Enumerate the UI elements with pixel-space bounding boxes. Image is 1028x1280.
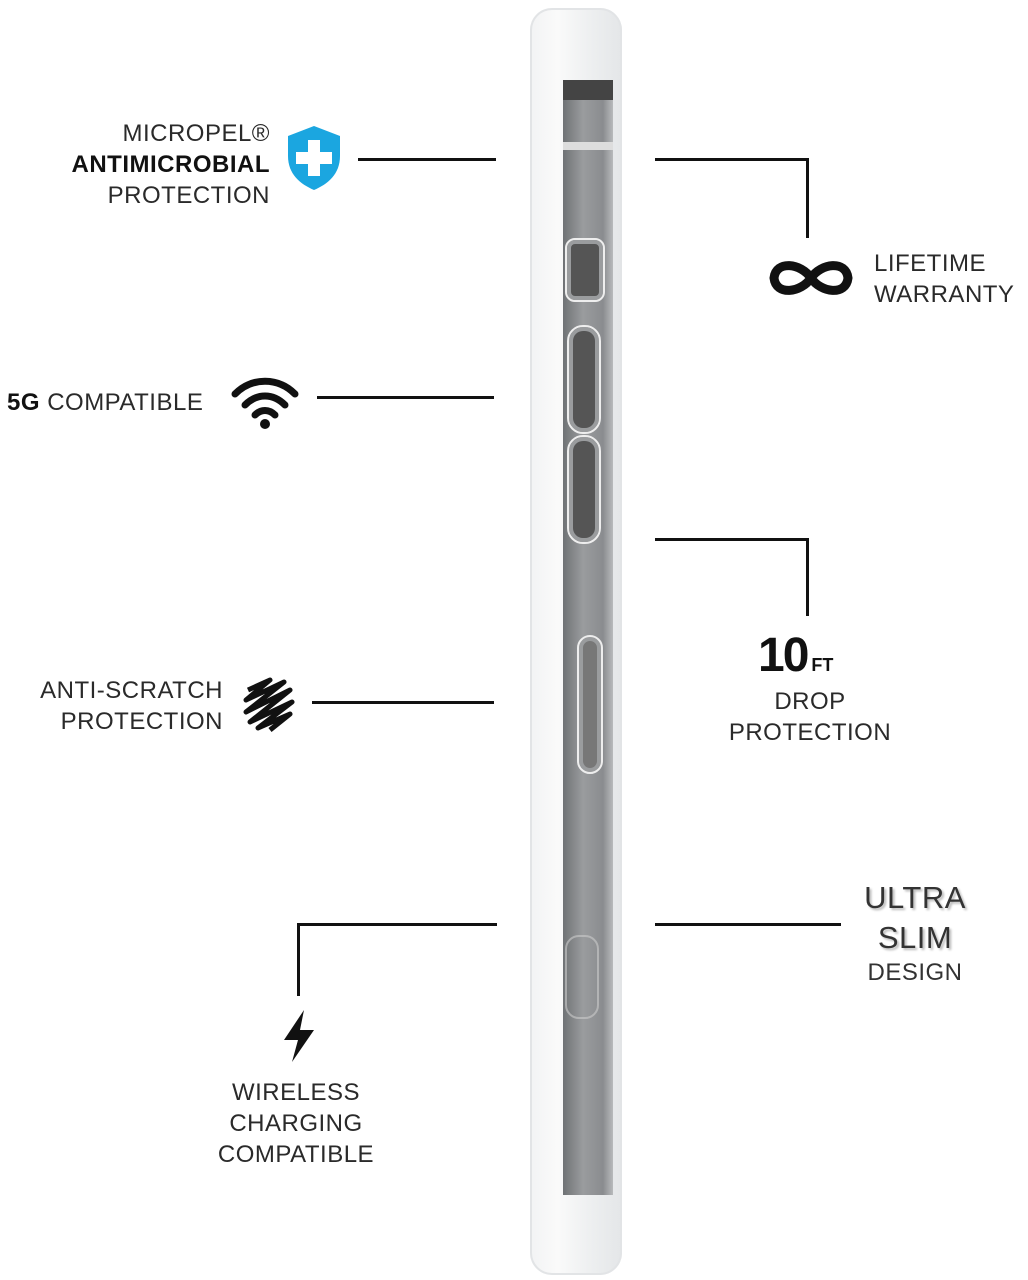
wireless-line1: WIRELESS bbox=[231, 1079, 361, 1106]
callout-line-drop-vertical bbox=[806, 538, 809, 616]
volume-down-button bbox=[567, 435, 601, 544]
warranty-line2: WARRANTY bbox=[874, 281, 1015, 308]
warranty-line1: LIFETIME bbox=[874, 250, 987, 277]
antimicrobial-line2: ANTIMICROBIAL bbox=[71, 151, 270, 178]
antimicrobial-line1: MICROPEL® bbox=[122, 120, 270, 147]
lightning-icon bbox=[284, 1010, 314, 1062]
callout-line-wireless-vertical bbox=[297, 923, 300, 996]
drop-line2: PROTECTION bbox=[728, 719, 892, 746]
case-seam bbox=[563, 142, 613, 150]
phone-frame bbox=[563, 80, 613, 1195]
callout-line-warranty-vertical bbox=[806, 158, 809, 238]
scratch-label: ANTI-SCRATCH PROTECTION bbox=[40, 675, 223, 737]
volume-up-button bbox=[567, 325, 601, 434]
callout-line-5g bbox=[317, 396, 494, 399]
scratch-line2: PROTECTION bbox=[60, 708, 223, 735]
sim-tray bbox=[577, 635, 603, 774]
wireless-line2: CHARGING bbox=[229, 1110, 363, 1137]
callout-line-warranty bbox=[655, 158, 809, 161]
mute-switch bbox=[565, 238, 605, 302]
wifi-icon bbox=[231, 377, 299, 429]
scribble-icon bbox=[243, 677, 295, 732]
slim-label: ULTRA SLIM DESIGN bbox=[850, 878, 980, 988]
callout-line-slim bbox=[655, 923, 841, 926]
5g-label: 5G COMPATIBLE bbox=[7, 387, 203, 418]
slim-line2: SLIM bbox=[877, 920, 953, 955]
case-top-edge bbox=[563, 80, 613, 100]
scratch-line1: ANTI-SCRATCH bbox=[40, 677, 223, 704]
drop-unit: FT bbox=[811, 655, 834, 675]
slim-line1: ULTRA bbox=[864, 880, 966, 915]
callout-line-scratch bbox=[312, 701, 494, 704]
slim-line3: DESIGN bbox=[867, 959, 963, 986]
brand-logo bbox=[565, 935, 599, 1019]
shield-plus-icon bbox=[288, 126, 340, 190]
drop-number: 10 bbox=[758, 629, 809, 682]
antimicrobial-label: MICROPEL® ANTIMICROBIAL PROTECTION bbox=[72, 118, 270, 211]
wireless-line3: COMPATIBLE bbox=[217, 1141, 375, 1168]
drop-label: DROP PROTECTION bbox=[720, 686, 900, 748]
wireless-label: WIRELESS CHARGING COMPATIBLE bbox=[196, 1077, 396, 1170]
callout-line-antimicrobial bbox=[358, 158, 496, 161]
callout-line-wireless bbox=[297, 923, 497, 926]
infinity-icon bbox=[769, 261, 853, 295]
antimicrobial-line3: PROTECTION bbox=[107, 182, 270, 209]
drop-line1: DROP bbox=[774, 688, 846, 715]
5g-text: COMPATIBLE bbox=[47, 389, 204, 416]
warranty-label: LIFETIME WARRANTY bbox=[874, 248, 1014, 310]
5g-bold: 5G bbox=[7, 389, 41, 416]
callout-line-drop bbox=[655, 538, 809, 541]
